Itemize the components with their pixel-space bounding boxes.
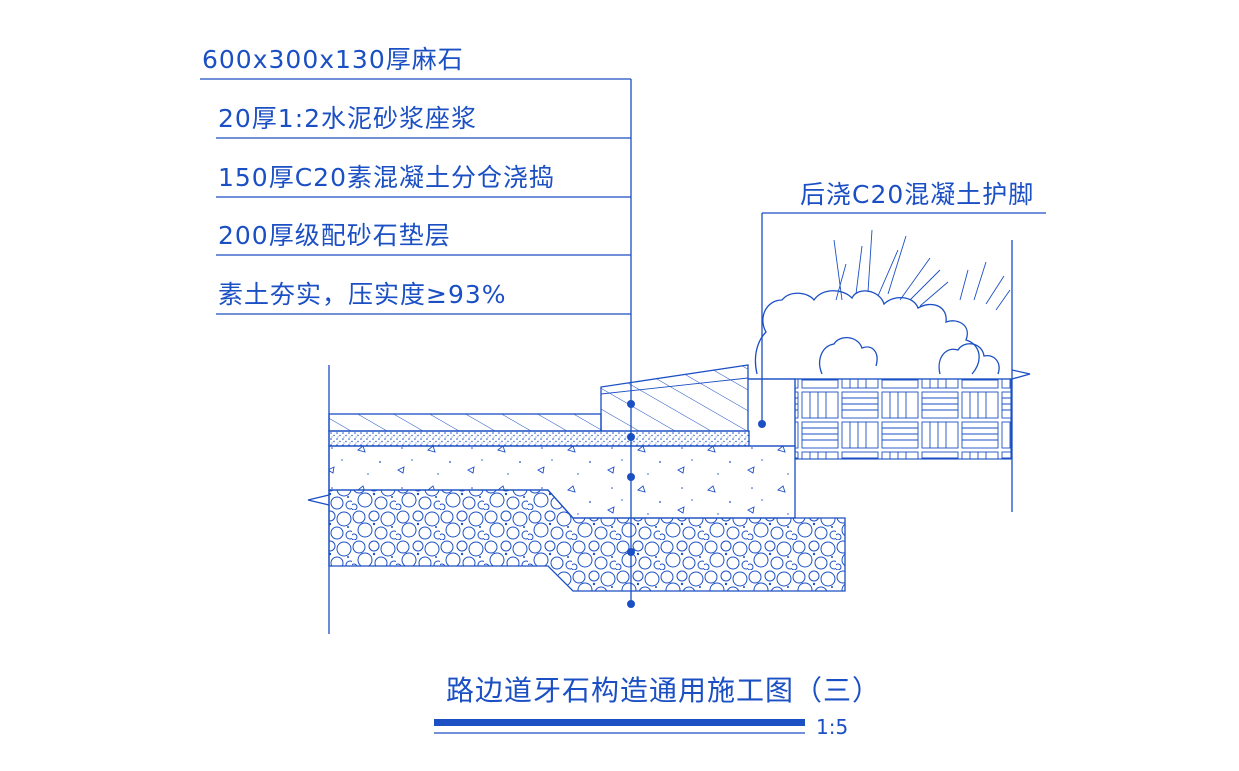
right-break-arrow	[1011, 369, 1031, 380]
title-underline-thick	[434, 719, 805, 726]
kerb-stone-bevel	[600, 377, 749, 395]
paving-stone-layer	[328, 413, 602, 432]
grass-blades	[833, 229, 949, 307]
layer-label-gravel: 200厚级配砂石垫层	[218, 221, 451, 250]
title-block: 路边道牙石构造通用施工图（三） 1:5	[434, 674, 881, 739]
grass-blades	[959, 261, 1011, 311]
layer-label-mortar: 20厚1:2水泥砂浆座浆	[218, 104, 477, 133]
layer-label-stone: 600x300x130厚麻石	[202, 45, 464, 74]
mortar-bed-layer	[328, 430, 750, 447]
haunch-callout: 后浇C20混凝土护脚	[758, 180, 1046, 428]
concrete-haunch	[748, 378, 796, 447]
section-drawing	[307, 229, 1031, 634]
drawing-scale: 1:5	[816, 715, 848, 739]
kerb-stone	[600, 364, 749, 432]
leader-dot	[627, 600, 635, 608]
layer-label-soil: 素土夯实，压实度≥93%	[218, 280, 507, 309]
left-break-arrow	[307, 494, 330, 506]
shrub-outline	[819, 337, 878, 375]
haunch-callout-label: 后浇C20混凝土护脚	[800, 180, 1034, 209]
leader-dot	[758, 420, 766, 428]
layer-label-concrete: 150厚C20素混凝土分仓浇捣	[218, 163, 555, 192]
shrub-outline	[754, 290, 980, 375]
layer-labels: 600x300x130厚麻石 20厚1:2水泥砂浆座浆 150厚C20素混凝土分…	[200, 45, 635, 608]
planting-soil	[794, 378, 1012, 460]
drawing-title: 路边道牙石构造通用施工图（三）	[446, 674, 881, 707]
shrub-outline	[938, 343, 1000, 375]
